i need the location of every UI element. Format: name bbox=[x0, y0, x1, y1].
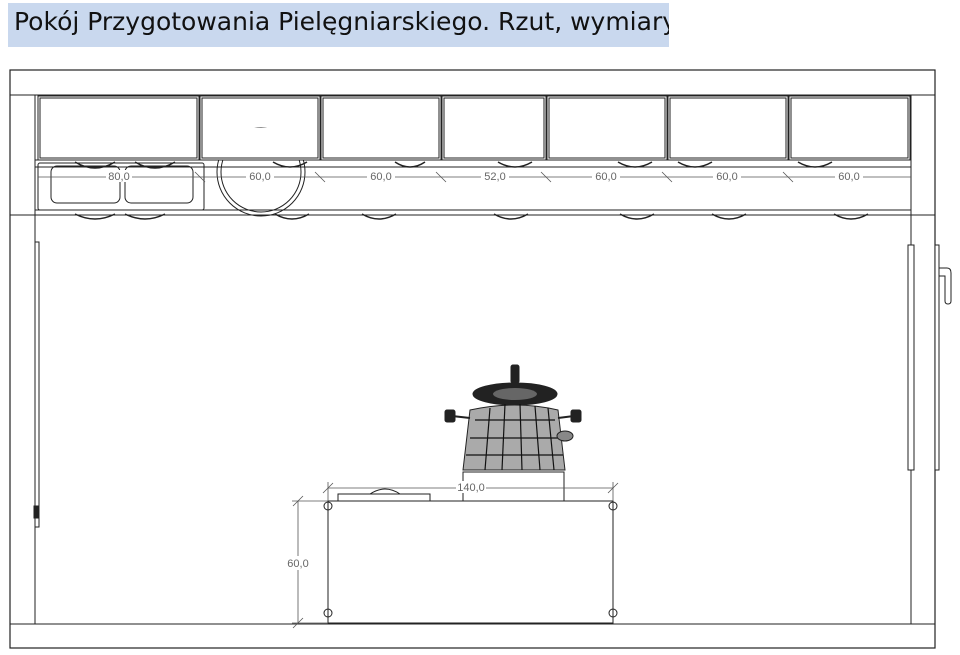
desk-width-label: 140,0 bbox=[457, 482, 485, 494]
round-basin bbox=[199, 95, 321, 217]
dimension-label: 60,0 bbox=[595, 171, 616, 183]
dimension-label: 80,0 bbox=[108, 171, 129, 183]
left-door bbox=[33, 241, 40, 528]
cabinet-handles bbox=[74, 161, 869, 220]
counter-top bbox=[34, 159, 912, 216]
office-chair bbox=[444, 364, 582, 471]
upper-cabinets bbox=[37, 95, 911, 161]
desk bbox=[323, 471, 618, 624]
room-walls bbox=[9, 69, 936, 649]
dimension-label: 60,0 bbox=[370, 171, 391, 183]
desk-dimension-lines bbox=[292, 482, 619, 629]
dimension-label: 60,0 bbox=[838, 171, 859, 183]
dimension-label: 52,0 bbox=[484, 171, 505, 183]
dimension-label: 60,0 bbox=[716, 171, 737, 183]
desk-depth-label: 60,0 bbox=[287, 558, 308, 570]
page-title: Pokój Przygotowania Pielęgniarskiego. Rz… bbox=[8, 3, 669, 47]
counter-dimension-line bbox=[38, 171, 911, 183]
right-door bbox=[907, 244, 952, 471]
dimension-label: 60,0 bbox=[249, 171, 270, 183]
